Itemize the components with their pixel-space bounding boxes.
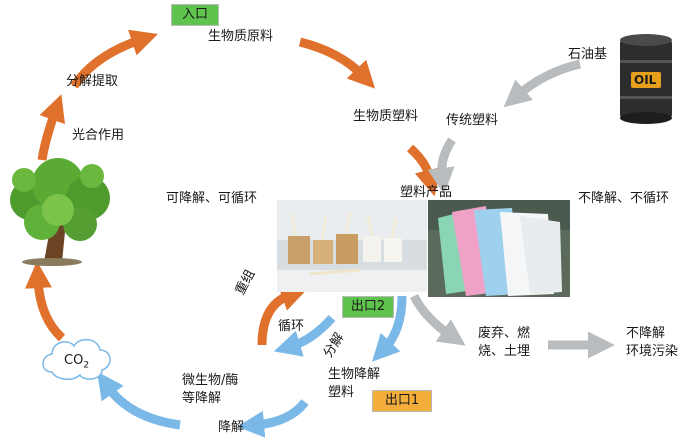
arrow-decompose-extract <box>70 29 158 89</box>
waste-label-line1: 废弃、燃 <box>478 326 531 341</box>
co2-cloud <box>42 338 111 380</box>
arrow-traditional-to-products <box>427 137 456 195</box>
biomass-raw-material-label: 生物质原料 <box>208 29 274 44</box>
waste-label-line2: 烧、土埋 <box>478 344 531 359</box>
exit2-badge: 出口2 <box>342 296 394 318</box>
pollution-label-line2: 环境污染 <box>626 344 679 359</box>
nondegradable-nonrecyclable-label: 不降解、不循环 <box>578 191 670 206</box>
petroleum-label: 石油基 <box>568 47 608 62</box>
oil-drum-icon <box>620 34 672 124</box>
arrow-recombine <box>257 285 308 346</box>
plastic-bags-photo <box>428 200 570 297</box>
arrow-to-products-orange <box>406 144 442 197</box>
arrow-decompose <box>372 295 407 362</box>
arrow-to-co2 <box>97 371 181 430</box>
co2-label: CO2 <box>64 353 90 371</box>
arrow-cycle <box>273 314 336 357</box>
microbe-enzyme-label-line2: 等降解 <box>182 391 222 406</box>
biomass-plastic-label: 生物质塑料 <box>353 109 419 124</box>
oil-drum-text: OIL <box>634 73 657 87</box>
arrow-petroleum <box>503 59 582 108</box>
plastic-products-label: 塑料产品 <box>400 185 453 200</box>
photosynthesis-label: 光合作用 <box>72 128 125 143</box>
tree-illustration <box>10 158 110 266</box>
pollution-label-line1: 不降解 <box>626 326 666 341</box>
traditional-plastic-label: 传统塑料 <box>446 113 499 128</box>
cycle-label: 循环 <box>278 319 305 334</box>
entrance-badge: 入口 <box>171 4 219 26</box>
degrade-label: 降解 <box>218 420 245 435</box>
arrow-photosynthesis <box>37 94 65 161</box>
arrow-co2-to-tree <box>24 261 66 342</box>
degradable-recyclable-label: 可降解、可循环 <box>166 191 258 206</box>
exit1-badge: 出口1 <box>372 390 432 412</box>
arrow-degrade <box>237 399 309 438</box>
arrow-to-waste <box>409 293 466 346</box>
microbe-enzyme-label-line1: 微生物/酶 <box>182 373 239 388</box>
arrow-to-biomass-plastic <box>298 37 376 89</box>
biodegradable-plastic-label-line2: 塑料 <box>328 385 355 400</box>
degradable-tableware-photo <box>277 200 427 292</box>
decompose-extract-label: 分解提取 <box>66 74 119 89</box>
biodegradable-plastic-label-line1: 生物降解 <box>328 367 381 382</box>
